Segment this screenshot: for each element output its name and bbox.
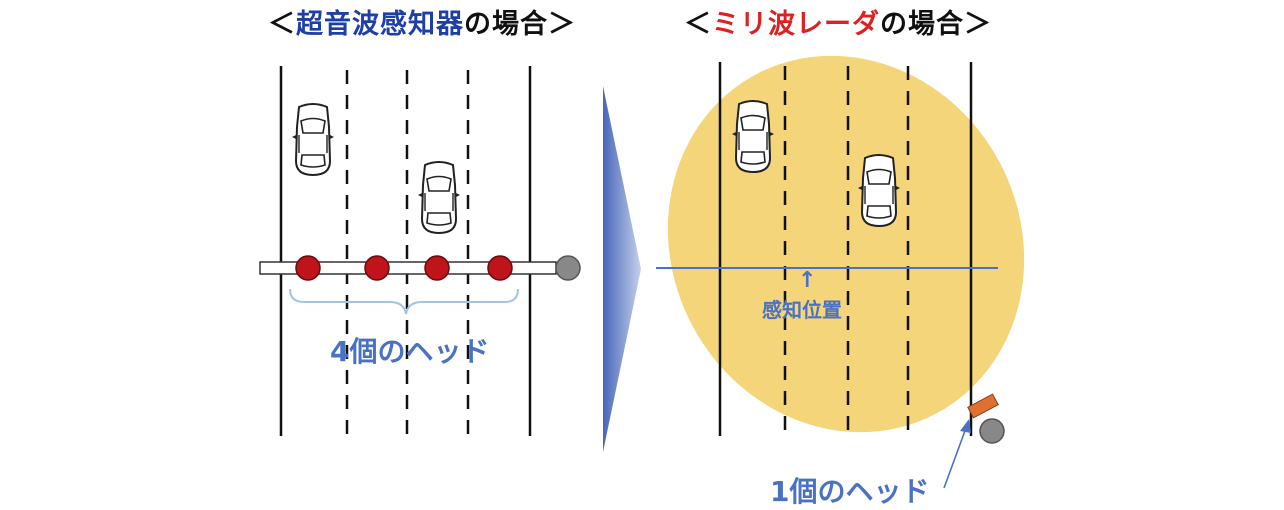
radar-detection-zone: [667, 55, 1025, 433]
transition-arrow-icon: [603, 86, 641, 452]
radar-head: [967, 393, 1005, 444]
pointer-arrowhead-icon: [960, 419, 971, 433]
right-title-open: ＜: [684, 9, 712, 40]
ultrasonic-head-icon: [424, 255, 450, 281]
radar-head-icon: [967, 393, 999, 419]
right-road: [718, 62, 973, 436]
detection-position-label: 感知位置: [762, 298, 842, 322]
right-head-label: 1個のヘッド: [770, 475, 930, 508]
ultrasonic-head-icon: [295, 255, 321, 281]
ultrasonic-head-icon: [364, 255, 390, 281]
left-title-highlight: 超音波感知器: [296, 9, 464, 40]
right-panel-title: ＜ミリ波レーダの場合＞: [684, 2, 992, 42]
left-road: [279, 66, 532, 436]
car-icon: [731, 100, 775, 173]
sensor-gantry: [259, 255, 581, 281]
radar-pole-icon: [979, 418, 1005, 444]
left-head-label: 4個のヘッド: [330, 335, 490, 368]
detection-arrow-glyph: ↑: [798, 268, 817, 293]
ultrasonic-head-icon: [487, 255, 513, 281]
left-panel-title: ＜超音波感知器の場合＞: [268, 2, 576, 42]
car-icon: [291, 103, 335, 176]
left-title-rest: の場合＞: [464, 9, 576, 40]
left-title-open: ＜: [268, 9, 296, 40]
right-title-rest: の場合＞: [880, 9, 992, 40]
head-brace: [289, 288, 519, 315]
car-icon: [857, 154, 901, 227]
gantry-pole-icon: [555, 255, 581, 281]
pointer-arrow-line: [943, 427, 967, 489]
car-icon: [417, 161, 461, 234]
right-title-highlight: ミリ波レーダ: [712, 9, 880, 40]
